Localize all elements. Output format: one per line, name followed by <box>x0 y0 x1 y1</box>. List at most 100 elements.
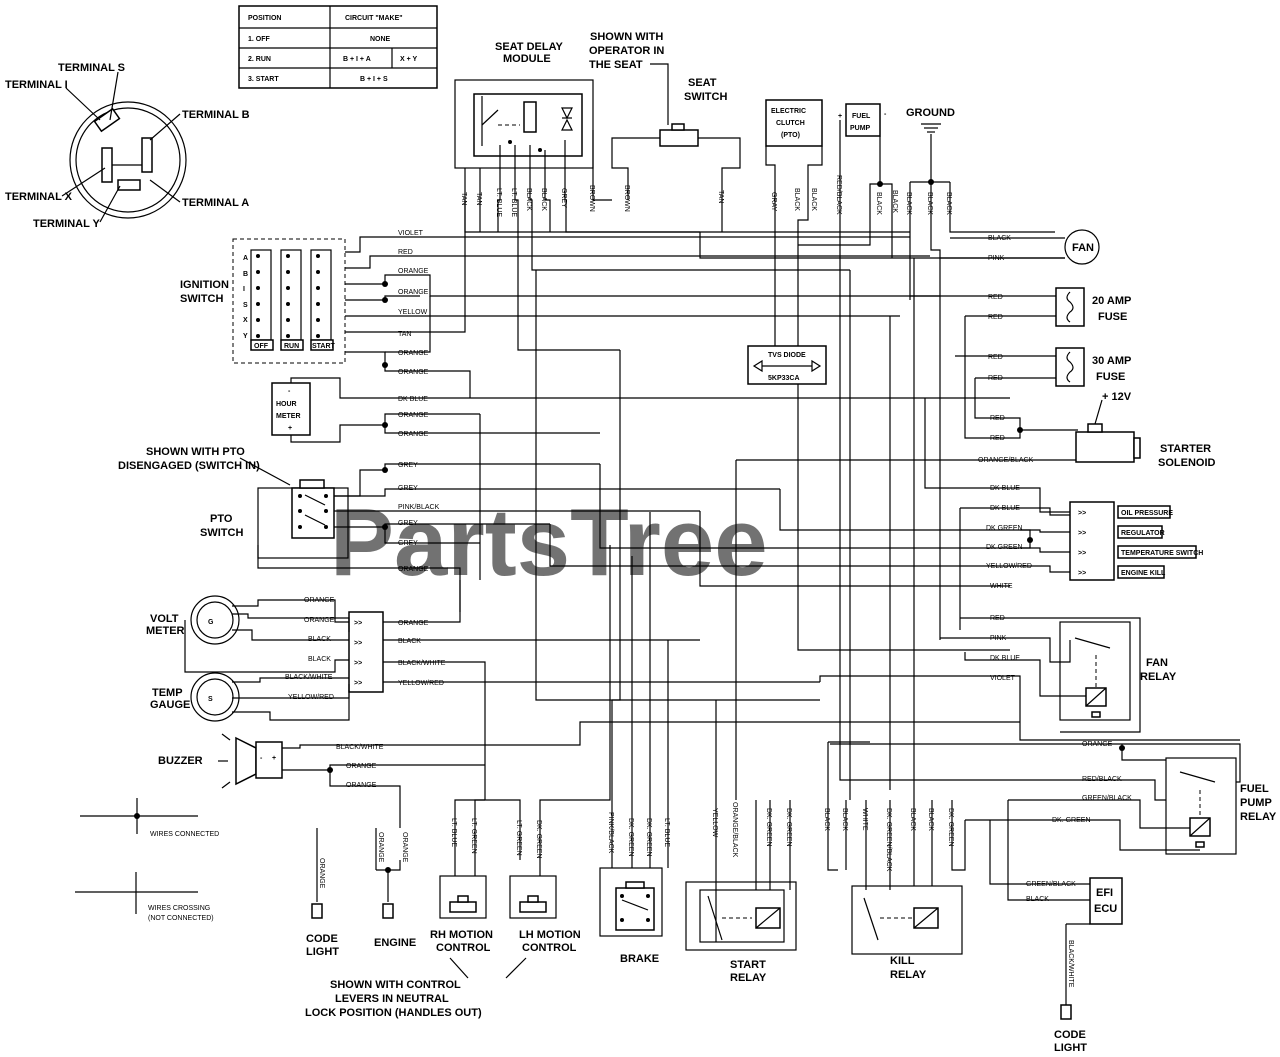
svg-text:+: + <box>272 755 276 762</box>
wire-label: DK GREEN <box>986 525 1023 532</box>
wire-label: PINK <box>990 635 1007 642</box>
temp-gauge-label: TEMP <box>152 687 183 699</box>
fuse30-label: 30 AMP <box>1092 355 1131 367</box>
start-relay: YELLOW ORANGE/BLACK DK. GREEN DK. GREEN … <box>685 460 797 984</box>
wire-label: RED <box>398 249 413 256</box>
wire-label: VIOLET <box>398 230 424 237</box>
svg-text:S: S <box>208 696 213 703</box>
wire-label: RED <box>990 415 1005 422</box>
wire-label: YELLOW/RED <box>398 680 444 687</box>
wire-label: BLACK/WHITE <box>285 674 333 681</box>
buzzer-label: BUZZER <box>158 755 203 767</box>
neutral-note-label: LOCK POSITION (HANDLES OUT) <box>305 1007 482 1019</box>
harness-wires <box>479 200 1065 800</box>
kill-relay-label: RELAY <box>890 969 927 981</box>
wire-label: DK. GREEN <box>1052 817 1091 824</box>
wire-label: ORANGE <box>377 832 384 863</box>
wire-label: DK. GREEN <box>765 808 772 847</box>
wire-label: BLACK <box>793 188 800 211</box>
wire-label: BLACK/WHITE <box>336 744 384 751</box>
hour-meter-label: HOUR <box>276 401 297 408</box>
fuel-pump-label: PUMP <box>850 125 871 132</box>
wire-label: BLACK <box>810 188 817 211</box>
svg-text:G: G <box>208 619 214 626</box>
wire-label: BLACK <box>308 656 331 663</box>
hour-meter: - HOUR METER + <box>271 382 311 436</box>
wire-label: WHITE <box>990 583 1013 590</box>
sensor-connector: >> >> >> >> OIL PRESSURE REGULATOR TEMPE… <box>1069 501 1203 581</box>
terminal-y-label: TERMINAL Y <box>33 218 100 230</box>
ground: GROUND BLACK BLACK BLACK <box>905 107 1055 640</box>
efi-ecu-label: EFI <box>1096 887 1113 899</box>
svg-text:>>: >> <box>354 680 362 687</box>
switch-row-label: B <box>243 271 248 278</box>
kill-relay-label: KILL <box>890 955 915 967</box>
wire-label: ORANGE <box>398 566 429 573</box>
operator-note: OPERATOR IN <box>589 45 664 57</box>
wire-label: BLACK <box>905 192 912 215</box>
svg-text:>>: >> <box>1078 530 1086 537</box>
seat-delay-label: MODULE <box>503 53 551 65</box>
switch-col-off: OFF <box>254 343 269 350</box>
wire-label: ORANGE <box>1082 741 1113 748</box>
fan: FAN BLACK PINK <box>940 229 1100 265</box>
fan-relay-label: RELAY <box>1140 671 1177 683</box>
legend: WIRES CONNECTED WIRES CROSSING (NOT CONN… <box>75 798 219 922</box>
seat-switch-label: SEAT <box>688 77 717 89</box>
wire-label: DK GREEN <box>986 544 1023 551</box>
wire-label: BLACK/WHITE <box>1067 940 1074 988</box>
wire-label: GREEN/BLACK <box>1026 881 1076 888</box>
starter-solenoid: + 12V STARTER SOLENOID ORANGE/BLACK <box>736 391 1216 469</box>
start-relay-label: RELAY <box>730 972 767 984</box>
code-light-label: LIGHT <box>306 946 339 958</box>
svg-text:>>: >> <box>354 620 362 627</box>
wire-label: BLACK <box>909 808 916 831</box>
code-light-engine: ORANGE ORANGE ORANGE CODE LIGHT ENGINE <box>306 828 416 958</box>
wire-label: BLACK <box>308 636 331 643</box>
table-row-position: 3. START <box>248 76 279 83</box>
wire-label: ORANGE/BLACK <box>978 457 1034 464</box>
pto-switch-label: PTO <box>210 513 233 525</box>
fan-relay-label: FAN <box>1146 657 1168 669</box>
neutral-note-label: LEVERS IN NEUTRAL <box>335 993 449 1005</box>
fan-label: FAN <box>1072 242 1094 254</box>
efi-ecu: EFI ECU BLACK/WHITE CODE LIGHT <box>1054 877 1123 1054</box>
wire-label: LT. BLUE <box>663 818 670 847</box>
sensor-label: REGULATOR <box>1121 530 1165 537</box>
sensor-label: TEMPERATURE SWITCH <box>1121 550 1203 557</box>
efi-ecu-label: ECU <box>1094 903 1117 915</box>
wire-label: GREY <box>398 540 418 547</box>
wire-label: BLACK <box>540 188 547 211</box>
seat-delay-module: SEAT DELAY MODULE <box>454 41 594 169</box>
fuel-pump-label: FUEL <box>852 113 871 120</box>
clutch-label: ELECTRIC <box>771 108 806 115</box>
plus12v-label: + 12V <box>1102 391 1132 403</box>
wire-label: GREY <box>398 462 418 469</box>
kill-relay: BLACK BLACK WHITE DK. GREEN/BLACK BLACK … <box>823 741 966 981</box>
lh-motion-label: CONTROL <box>522 942 577 954</box>
table-row-make: NONE <box>370 36 391 43</box>
tvs-diode-label: 5KP33CA <box>768 375 800 382</box>
wire-label: DK. GREEN <box>645 818 652 857</box>
volt-meter: G VOLT METER <box>146 595 240 645</box>
seat-delay-label: SEAT DELAY <box>495 41 564 53</box>
wire-label: GREY <box>560 188 567 208</box>
wire-label: ORANGE <box>398 289 429 296</box>
wire-label: ORANGE <box>398 268 429 275</box>
wire-label: BLACK <box>823 808 830 831</box>
start-relay-label: START <box>730 959 766 971</box>
wire-label: ORANGE <box>398 431 429 438</box>
position-table: POSITION CIRCUIT "MAKE" 1. OFF NONE 2. R… <box>238 5 438 89</box>
wire-label: TAN <box>475 192 482 205</box>
svg-text:>>: >> <box>1078 570 1086 577</box>
wire-label: ORANGE <box>401 832 408 863</box>
neutral-note: SHOWN WITH CONTROL LEVERS IN NEUTRAL LOC… <box>305 957 527 1019</box>
wire-label: ORANGE <box>304 597 335 604</box>
electric-clutch: ELECTRIC CLUTCH (PTO) GRAY BLACK BLACK <box>765 99 823 350</box>
legend-crossing: (NOT CONNECTED) <box>148 915 214 922</box>
wire-label: TAN <box>717 190 724 203</box>
pto-switch-label: SWITCH <box>200 527 243 539</box>
wire-label: GREEN/BLACK <box>1082 795 1132 802</box>
fuse20-label: 20 AMP <box>1092 295 1131 307</box>
